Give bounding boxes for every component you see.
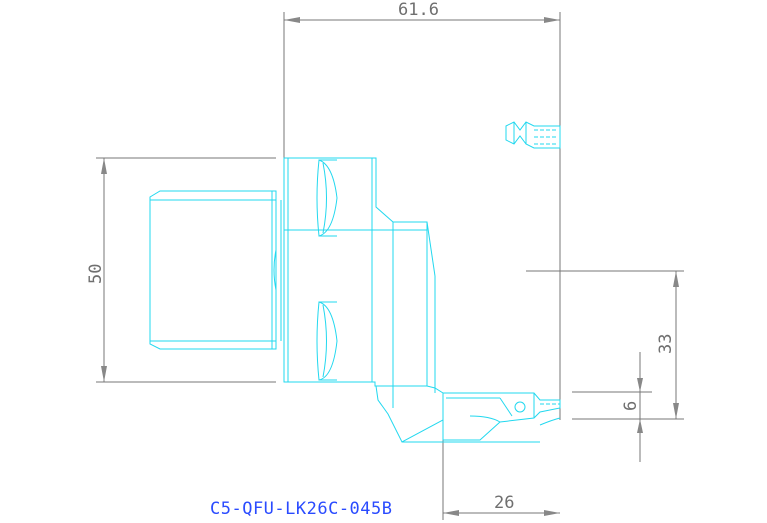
tool-holder-outline [149,121,561,443]
dimension-small-height: 6 [572,352,652,462]
dimension-right-height: 33 [526,270,684,420]
dimension-right-height-label: 33 [656,334,676,354]
dimension-top-width: 61.6 [283,0,561,420]
insert-detail-view [505,121,561,149]
dimension-bottom-width: 26 [442,394,560,520]
dimension-bottom-width-label: 26 [494,493,514,513]
cutting-insert [442,392,561,441]
dimension-left-height: 50 [86,157,276,383]
part-number: C5-QFU-LK26C-045B [210,499,393,519]
clamp-screw-lower [316,301,338,381]
dimension-left-height-label: 50 [86,264,106,284]
clamp-block [283,157,428,387]
dimension-top-width-label: 61.6 [398,0,439,20]
dimension-small-height-label: 6 [621,401,641,411]
clamp-screw-upper [316,159,338,237]
coupling-shank [149,190,282,350]
